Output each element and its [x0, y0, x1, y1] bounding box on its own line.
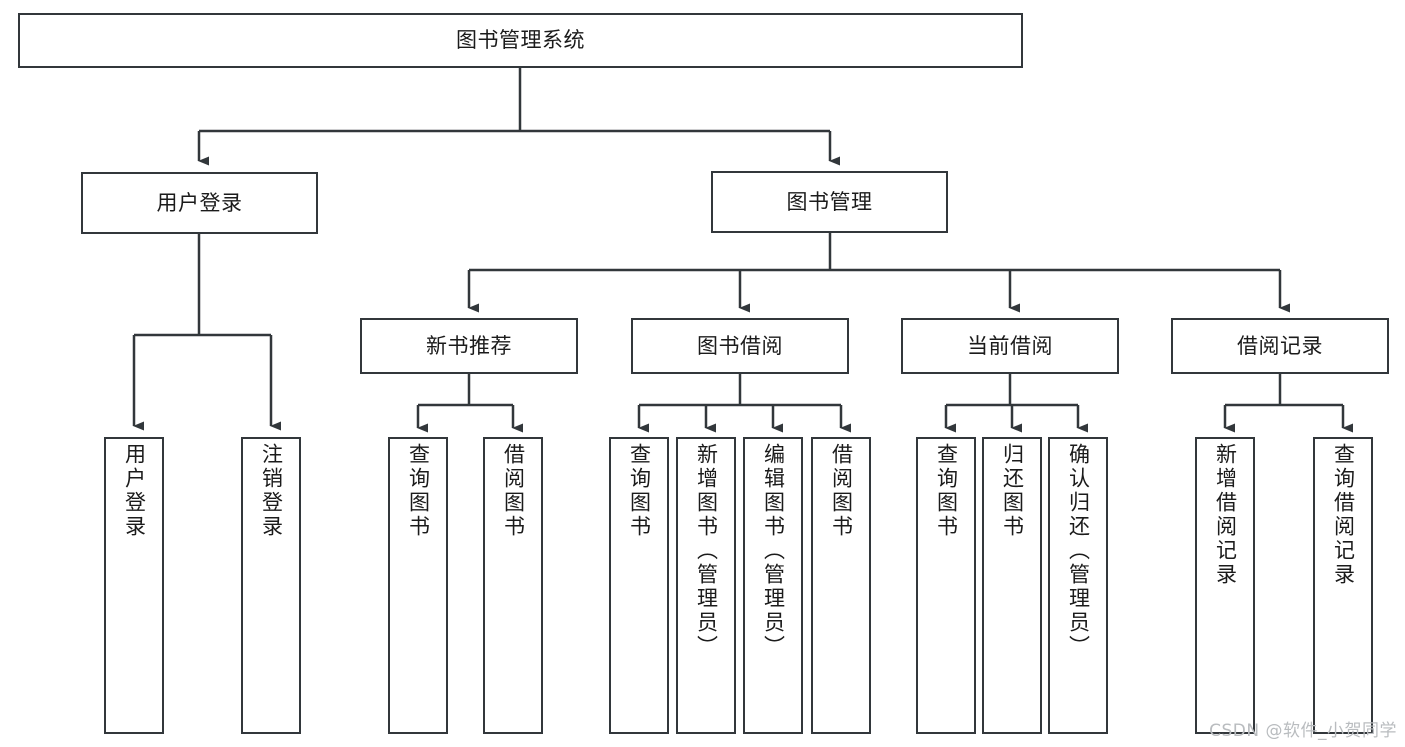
node-leaf-query-book-2[interactable]: 查询图书	[609, 437, 669, 734]
node-leaf-query-book-1[interactable]: 查询图书	[388, 437, 448, 734]
node-leaf-add-book[interactable]: 新增图书（管理员）	[676, 437, 736, 734]
node-leaf-logout-login-label: 注销登录	[259, 443, 284, 539]
node-leaf-confirm-return[interactable]: 确认归还（管理员）	[1048, 437, 1108, 734]
node-leaf-borrow-book-1-label: 借阅图书	[501, 443, 526, 539]
node-current-borrow[interactable]: 当前借阅	[901, 318, 1119, 374]
node-book-borrow-label: 图书借阅	[697, 333, 783, 358]
node-leaf-add-book-label: 新增图书（管理员）	[694, 443, 719, 659]
node-leaf-borrow-book-2[interactable]: 借阅图书	[811, 437, 871, 734]
node-current-borrow-label: 当前借阅	[967, 333, 1053, 358]
node-root-label: 图书管理系统	[456, 28, 585, 53]
node-leaf-edit-book[interactable]: 编辑图书（管理员）	[743, 437, 803, 734]
node-leaf-user-login[interactable]: 用户登录	[104, 437, 164, 734]
node-borrow-record-label: 借阅记录	[1237, 333, 1323, 358]
csdn-watermark: CSDN @软件_小贺同学	[1209, 721, 1397, 741]
node-user-login[interactable]: 用户登录	[81, 172, 318, 234]
node-leaf-user-login-label: 用户登录	[122, 443, 147, 539]
node-book-management[interactable]: 图书管理	[711, 171, 948, 233]
node-leaf-query-record-label: 查询借阅记录	[1331, 443, 1356, 587]
node-leaf-add-record[interactable]: 新增借阅记录	[1195, 437, 1255, 734]
node-leaf-confirm-return-label: 确认归还（管理员）	[1066, 443, 1091, 659]
node-leaf-query-record[interactable]: 查询借阅记录	[1313, 437, 1373, 734]
node-leaf-return-book[interactable]: 归还图书	[982, 437, 1042, 734]
node-leaf-return-book-label: 归还图书	[1000, 443, 1025, 539]
node-root[interactable]: 图书管理系统	[18, 13, 1023, 68]
node-new-book-recommend[interactable]: 新书推荐	[360, 318, 578, 374]
node-new-book-recommend-label: 新书推荐	[426, 333, 512, 358]
node-leaf-edit-book-label: 编辑图书（管理员）	[761, 443, 786, 659]
node-leaf-add-record-label: 新增借阅记录	[1213, 443, 1238, 587]
node-book-borrow[interactable]: 图书借阅	[631, 318, 849, 374]
node-book-management-label: 图书管理	[786, 189, 873, 214]
node-leaf-borrow-book-1[interactable]: 借阅图书	[483, 437, 543, 734]
node-borrow-record[interactable]: 借阅记录	[1171, 318, 1389, 374]
node-user-login-label: 用户登录	[156, 190, 243, 215]
node-leaf-borrow-book-2-label: 借阅图书	[829, 443, 854, 539]
node-leaf-query-book-1-label: 查询图书	[406, 443, 431, 539]
node-leaf-logout-login[interactable]: 注销登录	[241, 437, 301, 734]
node-leaf-query-book-3-label: 查询图书	[934, 443, 959, 539]
node-leaf-query-book-2-label: 查询图书	[627, 443, 652, 539]
node-leaf-query-book-3[interactable]: 查询图书	[916, 437, 976, 734]
